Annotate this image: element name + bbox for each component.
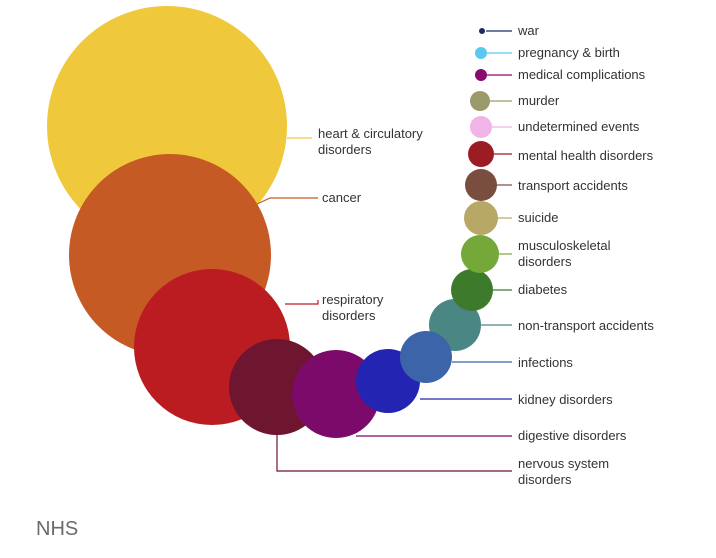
bubble-transport-accidents [465,169,497,201]
label-war: war [517,23,540,38]
label-line: kidney disorders [518,392,613,407]
bubble-mental-health-disorders [468,141,494,167]
label-murder: murder [518,93,560,108]
label-line: cancer [322,190,362,205]
label-line: murder [518,93,560,108]
label-line: diabetes [518,282,568,297]
bubble-infections [400,331,452,383]
label-line: respiratory [322,292,384,307]
label-line: suicide [518,210,558,225]
bubble-medical-complications [475,69,487,81]
bubble-chart-svg: war pregnancy & birth medical complication… [47,6,654,487]
label-undetermined-events: undetermined events [518,119,640,134]
source-label: NHS [36,518,79,540]
connector-cancer [254,197,318,206]
bubble-war [479,28,485,34]
connector-nervous-system-disorders [276,435,512,472]
label-line: disorders [318,142,372,157]
label-line: digestive disorders [518,428,627,443]
label-line: disorders [322,308,376,323]
label-line: medical complications [518,67,646,82]
bubble-diabetes [451,269,493,311]
label-line: disorders [518,472,572,487]
label-line: pregnancy & birth [518,45,620,60]
label-cancer: cancer [322,190,362,205]
label-pregnancy-birth: pregnancy & birth [518,45,620,60]
label-transport-accidents: transport accidents [518,178,628,193]
label-line: heart & circulatory [318,126,423,141]
label-diabetes: diabetes [518,282,568,297]
label-line: nervous system [518,456,609,471]
label-suicide: suicide [518,210,558,225]
bubble-chart: war pregnancy & birth medical complication… [47,6,654,487]
bubble-musculoskeletal-disorders [461,235,499,273]
label-line: undetermined events [518,119,640,134]
label-line: transport accidents [518,178,628,193]
label-line: war [517,23,540,38]
label-infections: infections [518,355,573,370]
label-kidney-disorders: kidney disorders [518,392,613,407]
label-line: non-transport accidents [518,318,654,333]
label-line: mental health disorders [518,148,654,163]
label-line: musculoskeletal [518,238,611,253]
bubble-pregnancy-birth [475,47,487,59]
label-digestive-disorders: digestive disorders [518,428,627,443]
label-medical-complications: medical complications [518,67,646,82]
bubble-suicide [464,201,498,235]
label-line: disorders [518,254,572,269]
label-line: infections [518,355,573,370]
bubble-murder [470,91,490,111]
label-mental-health-disorders: mental health disorders [518,148,654,163]
label-non-transport-accidents: non-transport accidents [518,318,654,333]
connector-respiratory-disorders [285,300,319,305]
bubble-undetermined-events [470,116,492,138]
